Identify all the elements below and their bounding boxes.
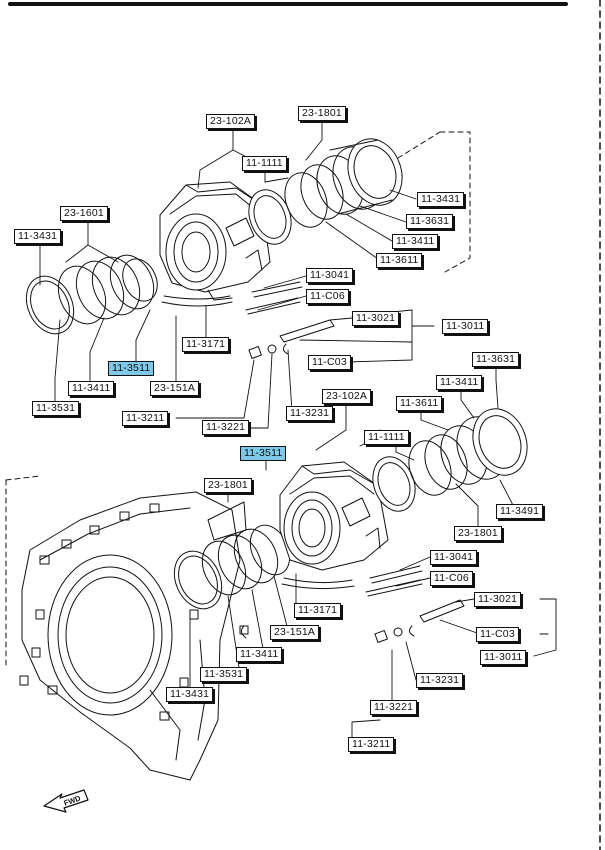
- callout-11-3531-lower[interactable]: 11-3531: [200, 667, 248, 682]
- callout-11-3211-upper[interactable]: 11-3211: [122, 411, 169, 426]
- callout-11-c03-upper[interactable]: 11-C03: [308, 355, 351, 370]
- upper-left-rings: [25, 254, 158, 335]
- callout-11-3491[interactable]: 11-3491: [496, 504, 544, 519]
- callout-11-3411-lower-left[interactable]: 11-3411: [236, 647, 283, 662]
- callout-11-3221-upper[interactable]: 11-3221: [202, 420, 250, 435]
- callout-11-3021-upper[interactable]: 11-3021: [352, 311, 400, 326]
- callout-11-3011-lower[interactable]: 11-3011: [480, 650, 527, 665]
- callout-11-3041-lower[interactable]: 11-3041: [430, 550, 478, 565]
- callout-23-102a-upper[interactable]: 23-102A: [206, 114, 256, 129]
- callout-11-3011-upper[interactable]: 11-3011: [442, 319, 489, 334]
- callout-11-3531-upper[interactable]: 11-3531: [32, 401, 80, 416]
- callout-23-102a-lower[interactable]: 23-102A: [322, 389, 372, 404]
- callout-11-c06-upper[interactable]: 11-C06: [306, 289, 349, 304]
- lower-small-parts: [239, 565, 465, 643]
- callout-11-3411-upper-right[interactable]: 11-3411: [392, 234, 439, 249]
- callout-11-3021-lower[interactable]: 11-3021: [474, 592, 522, 607]
- callout-11-3231-lower[interactable]: 11-3231: [416, 673, 464, 688]
- callout-11-3431-upper-right[interactable]: 11-3431: [417, 192, 465, 207]
- callout-11-c03-lower[interactable]: 11-C03: [476, 627, 519, 642]
- callout-23-1801-upper[interactable]: 23-1801: [298, 106, 346, 121]
- callout-23-151a-lower[interactable]: 23-151A: [270, 625, 320, 640]
- callout-11-3511-upper-highlighted[interactable]: 11-3511: [108, 361, 155, 376]
- lower-rotor-housing: [279, 461, 389, 571]
- callout-11-3431-upper-left[interactable]: 11-3431: [14, 229, 62, 244]
- callout-11-3171-lower[interactable]: 11-3171: [294, 603, 342, 618]
- callout-11-3631-lower[interactable]: 11-3631: [472, 352, 520, 367]
- front-housing: [5, 475, 247, 781]
- front-direction-arrow-icon: FWD: [43, 789, 89, 813]
- callout-23-1801-lower-right[interactable]: 23-1801: [454, 526, 502, 541]
- callout-11-3511-lower-highlighted[interactable]: 11-3511: [240, 446, 287, 461]
- upper-assembly: [25, 131, 471, 359]
- callout-11-3611-lower[interactable]: 11-3611: [396, 396, 443, 411]
- callout-11-3411-lower-right[interactable]: 11-3411: [436, 375, 483, 390]
- callout-11-3411-upper-left[interactable]: 11-3411: [68, 381, 115, 396]
- callout-11-c06-lower[interactable]: 11-C06: [430, 571, 473, 586]
- callout-11-1111-lower[interactable]: 11-1111: [364, 430, 409, 445]
- upper-rotor-housing: [159, 181, 271, 301]
- lower-right-rings: [372, 408, 528, 512]
- callout-11-3171-upper[interactable]: 11-3171: [182, 337, 230, 352]
- callout-11-1111-upper[interactable]: 11-1111: [242, 156, 287, 171]
- callout-23-151a-upper[interactable]: 23-151A: [150, 381, 200, 396]
- callout-11-3211-lower[interactable]: 11-3211: [348, 737, 395, 752]
- callout-11-3611-upper[interactable]: 11-3611: [376, 253, 423, 268]
- callout-23-1801-lower-left[interactable]: 23-1801: [204, 478, 252, 493]
- lower-left-rings: [173, 524, 291, 610]
- callout-11-3041-upper[interactable]: 11-3041: [306, 268, 354, 283]
- lower-assembly: [5, 408, 528, 781]
- callout-23-1601[interactable]: 23-1601: [60, 206, 108, 221]
- upper-phantom-outline: [439, 131, 471, 273]
- callout-11-3431-lower[interactable]: 11-3431: [166, 687, 214, 702]
- upper-small-parts: [161, 281, 335, 359]
- leader-lines: [39, 119, 557, 745]
- callout-11-3231-upper[interactable]: 11-3231: [286, 406, 334, 421]
- callout-11-3631-upper[interactable]: 11-3631: [406, 214, 454, 229]
- upper-right-rings: [248, 138, 403, 245]
- callout-11-3221-lower[interactable]: 11-3221: [370, 700, 418, 715]
